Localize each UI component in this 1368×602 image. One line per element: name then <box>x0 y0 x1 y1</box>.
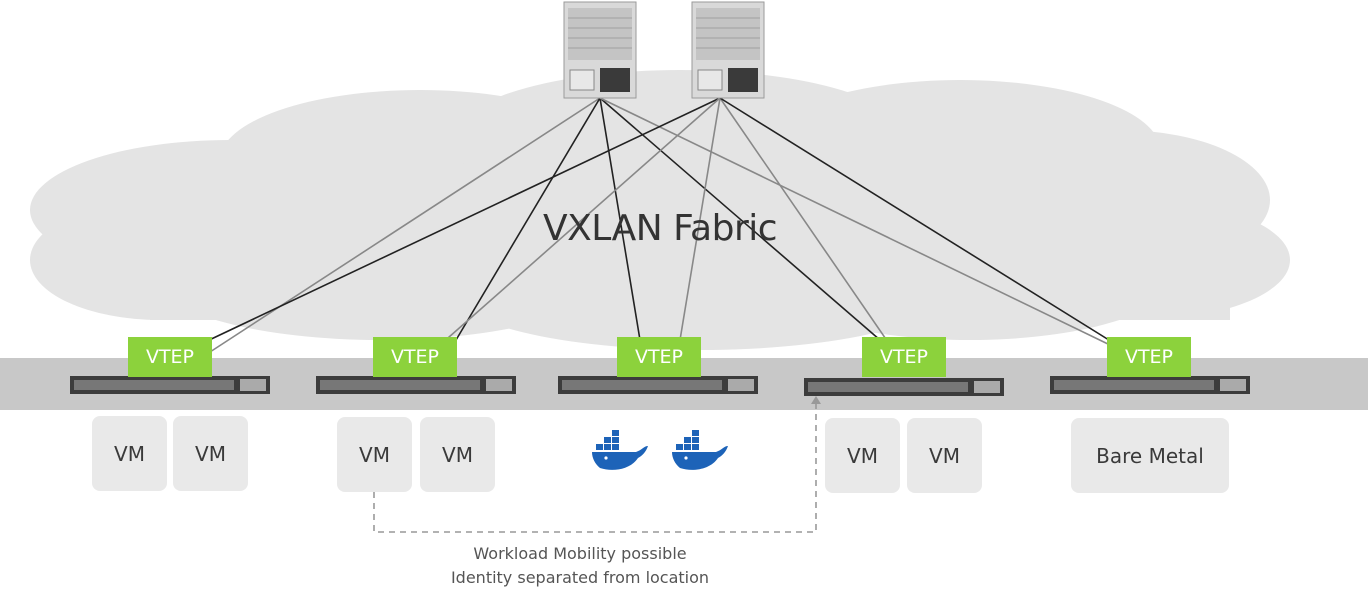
fabric-title: VXLAN Fabric <box>542 208 778 249</box>
leaf-switch-4 <box>804 378 1004 396</box>
mobility-arrow-icon <box>811 396 821 404</box>
leaf-switch-3 <box>558 376 758 394</box>
vm-box: VM <box>173 416 248 491</box>
vtep-label: VTEP <box>862 337 946 377</box>
vtep-label: VTEP <box>617 337 701 377</box>
leaf-switch-2 <box>316 376 516 394</box>
leaf-switch-1 <box>70 376 270 394</box>
caption-line-1: Workload Mobility possible <box>473 544 687 563</box>
fabric-cloud <box>30 70 1290 350</box>
vm-box: VM <box>825 418 900 493</box>
docker-whale-icon <box>592 430 648 470</box>
mobility-caption: Workload Mobility possible Identity sepa… <box>380 542 780 590</box>
vm-box: VM <box>420 417 495 492</box>
spine-switch-1 <box>563 1 637 99</box>
spine-switch-2 <box>691 1 765 99</box>
vtep-label: VTEP <box>373 337 457 377</box>
vm-box: VM <box>907 418 982 493</box>
leaf-switches <box>70 376 1250 396</box>
fabric-links <box>204 97 1126 353</box>
vtep-label: VTEP <box>1107 337 1191 377</box>
docker-whale-icon <box>672 430 728 470</box>
leaf-switch-5 <box>1050 376 1250 394</box>
bare-metal-box: Bare Metal <box>1071 418 1229 493</box>
caption-line-2: Identity separated from location <box>450 568 710 587</box>
vm-box: VM <box>92 416 167 491</box>
vm-box: VM <box>337 417 412 492</box>
vtep-label: VTEP <box>128 337 212 377</box>
